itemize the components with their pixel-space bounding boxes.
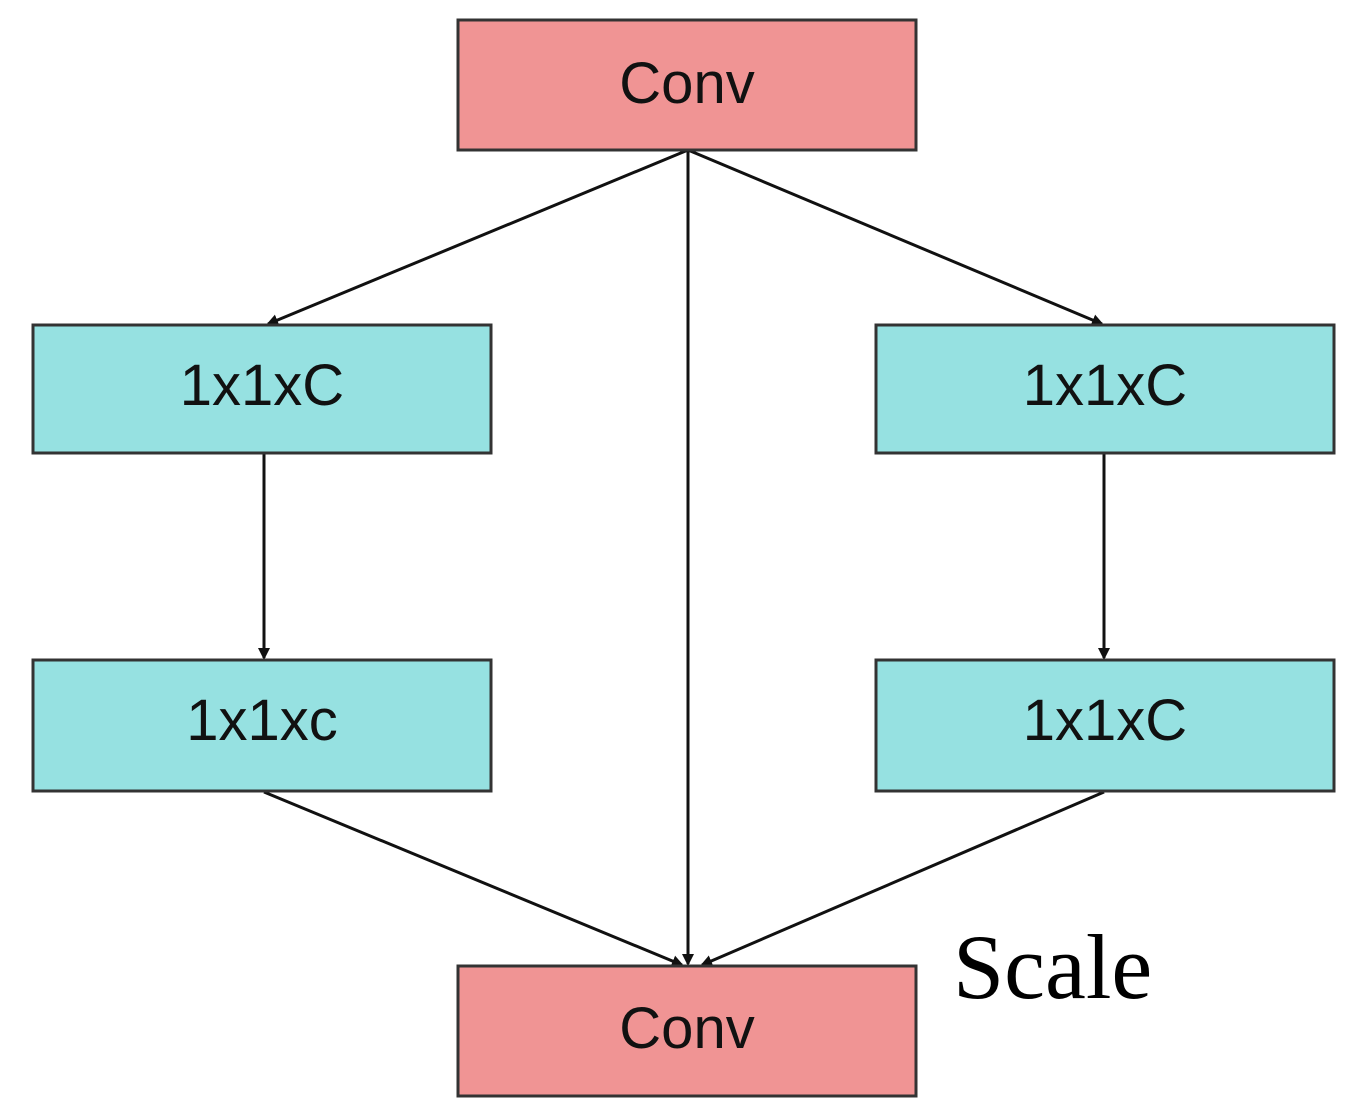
edge-left-lower-to-bottom: [263, 790, 684, 967]
node-conv-bottom-box: [456, 964, 918, 1098]
node-left-lower-box: [31, 658, 493, 793]
edge-top-to-left-upper: [266, 148, 689, 326]
node-conv-bottom: Conv: [456, 964, 918, 1098]
scale-annotation: Scale: [953, 916, 1152, 1018]
node-right-upper: 1x1xC: [874, 323, 1336, 455]
node-right-lower: 1x1xC: [874, 658, 1336, 793]
node-right-upper-label: 1x1xC: [1023, 353, 1187, 418]
node-conv-bottom-label: Conv: [619, 996, 754, 1061]
node-left-lower: 1x1xc: [31, 658, 493, 793]
node-right-lower-box: [874, 658, 1336, 793]
node-conv-top-box: [456, 18, 918, 152]
node-conv-top-label: Conv: [619, 51, 754, 116]
edges: [258, 148, 1110, 967]
node-left-lower-label: 1x1xc: [186, 688, 338, 753]
node-conv-top: Conv: [456, 18, 918, 152]
node-right-lower-label: 1x1xC: [1023, 688, 1187, 753]
node-right-upper-box: [874, 323, 1336, 455]
node-left-upper: 1x1xC: [31, 323, 493, 455]
edge-top-to-right-upper: [687, 148, 1104, 326]
node-left-upper-box: [31, 323, 493, 455]
node-left-upper-label: 1x1xC: [180, 353, 344, 418]
edge-right-lower-to-bottom: [700, 790, 1105, 967]
